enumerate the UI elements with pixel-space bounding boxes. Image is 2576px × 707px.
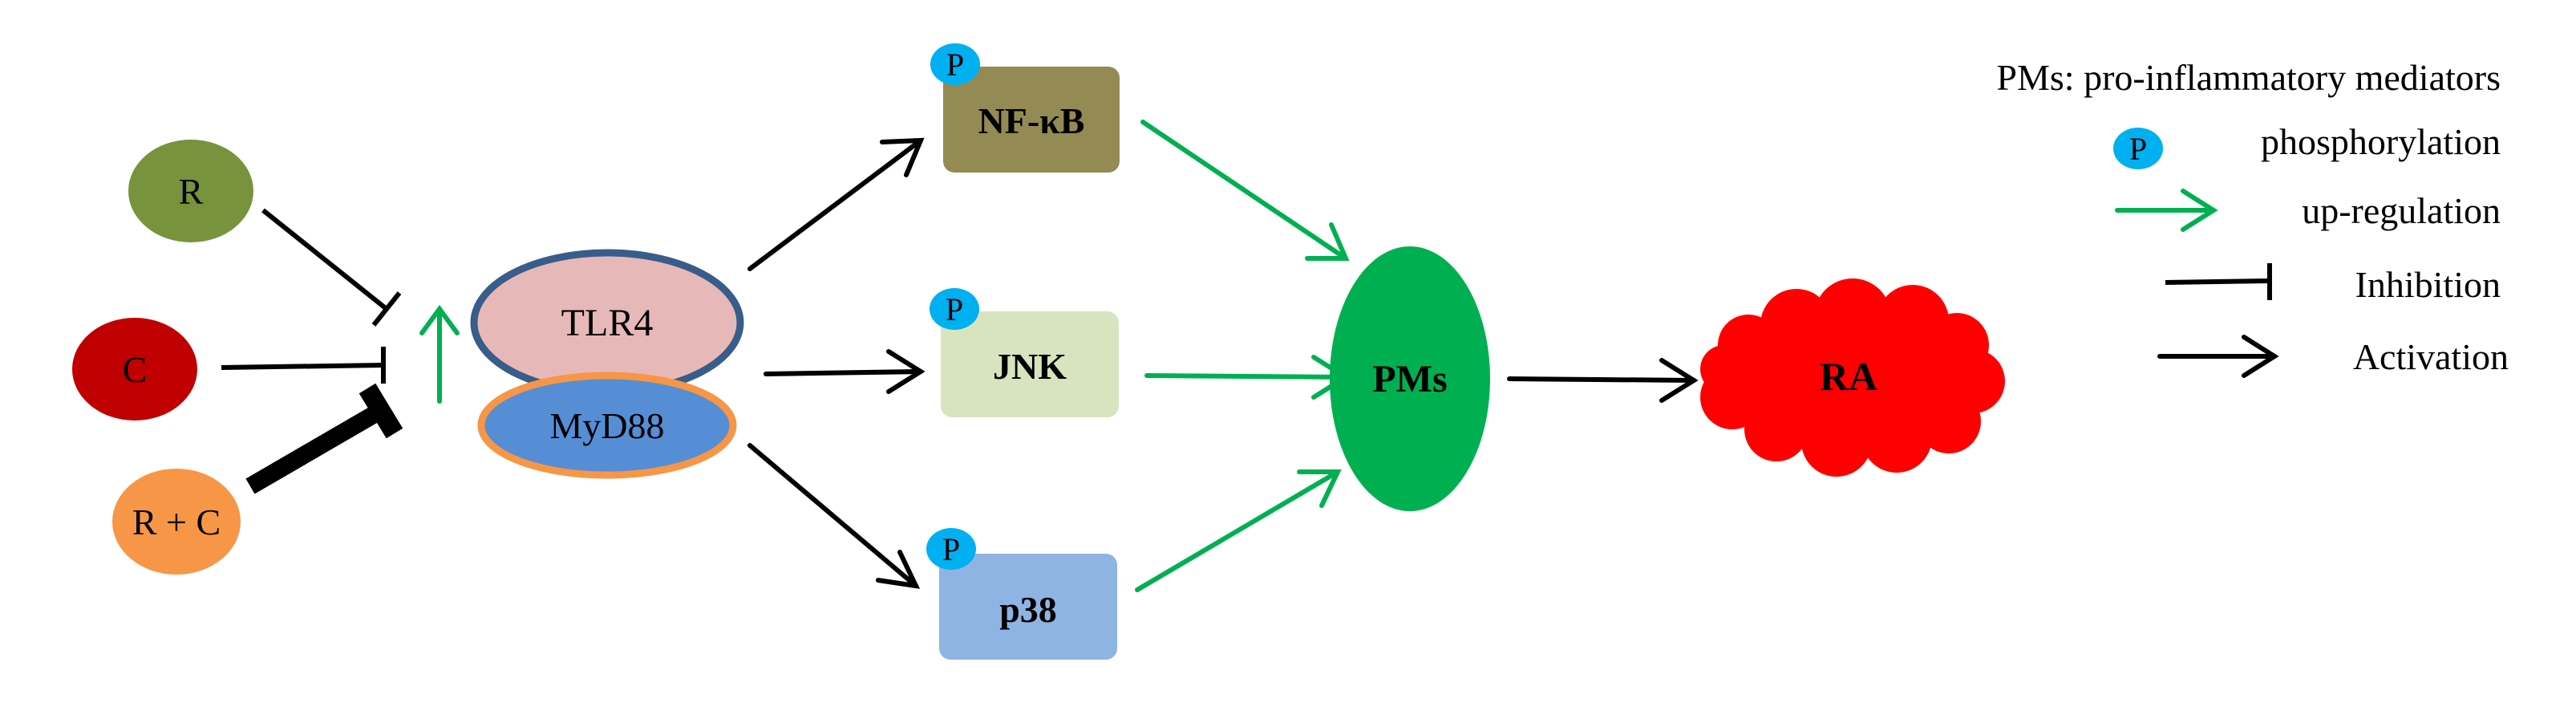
legend-phospho-marker	[2113, 128, 2163, 169]
phospho-marker-nfkb	[930, 43, 980, 85]
legend-inhibition-label: Inhibition	[2355, 264, 2501, 305]
activation-arrow-nfkb	[747, 137, 925, 271]
node-r-plus-c-label: R + C	[132, 502, 221, 542]
ra-label: RA	[1820, 354, 1877, 399]
upregulation-arrow-tlr4	[419, 304, 460, 404]
node-pms: PMs	[1330, 246, 1490, 511]
upregulation-arrow-p38-pms	[1135, 469, 1342, 592]
legend-inhibition: Inhibition	[2165, 263, 2501, 305]
kinase-jnk: JNK P	[930, 288, 1119, 417]
legend-phospho-glyph: P	[2129, 131, 2147, 167]
nfkb-label: NF-κB	[978, 100, 1085, 141]
pms-label: PMs	[1372, 358, 1447, 400]
legend-upregulation-arrow	[2115, 189, 2218, 232]
legend-activation: Activation	[2157, 335, 2509, 378]
node-ra: RA	[1700, 278, 2005, 477]
upregulation-arrow-jnk-pms	[1144, 355, 1351, 400]
node-r: R	[128, 140, 253, 242]
myd88-label: MyD88	[549, 405, 664, 446]
inhibition-r	[261, 208, 402, 327]
legend-phosphorylation: P phosphorylation	[2113, 121, 2501, 169]
phospho-glyph-p38: P	[942, 531, 960, 567]
node-c-shape	[72, 318, 197, 421]
legend-upregulation-label: up-regulation	[2302, 190, 2501, 231]
legend-activation-arrow	[2157, 335, 2279, 378]
legend-activation-label: Activation	[2353, 336, 2509, 377]
activation-arrow-jnk	[763, 349, 925, 394]
kinase-nfkb: NF-κB P	[930, 43, 1120, 173]
jnk-box	[941, 311, 1119, 417]
phospho-marker-jnk	[930, 288, 979, 330]
phospho-marker-p38	[926, 528, 976, 570]
node-r-label: R	[179, 171, 204, 212]
inhibition-r-plus-c	[245, 383, 403, 494]
nfkb-box	[943, 67, 1120, 173]
p38-label: p38	[999, 589, 1057, 630]
node-r-plus-c-shape	[112, 469, 241, 575]
upregulation-arrow-nfkb-pms	[1140, 120, 1350, 261]
node-r-plus-c: R + C	[112, 469, 241, 575]
pms-shape	[1330, 246, 1490, 511]
kinase-p38: p38 P	[926, 528, 1117, 660]
legend-upregulation: up-regulation	[2115, 189, 2501, 232]
p38-box	[939, 554, 1117, 660]
ra-cloud-shape	[1700, 278, 2005, 477]
node-r-shape	[128, 140, 253, 242]
node-c: C	[72, 318, 197, 421]
inhibition-c	[221, 347, 386, 384]
myd88-shape	[477, 372, 737, 479]
legend-inhibition-symbol	[2165, 263, 2272, 300]
tlr4-myd88-complex: TLR4 MyD88	[470, 249, 744, 479]
legend-phosphorylation-label: phosphorylation	[2261, 121, 2501, 162]
tlr4-label: TLR4	[561, 302, 654, 344]
jnk-label: JNK	[993, 346, 1067, 387]
legend-pms-definition: PMs: pro-inflammatory mediators	[1996, 57, 2501, 98]
activation-arrow-pms-ra	[1507, 358, 1699, 403]
phospho-glyph-jnk: P	[946, 291, 963, 327]
activation-arrow-p38	[747, 443, 921, 589]
phospho-glyph-nfkb: P	[946, 47, 964, 83]
legend: PMs: pro-inflammatory mediators P phosph…	[1996, 57, 2509, 378]
node-c-label: C	[123, 349, 148, 390]
